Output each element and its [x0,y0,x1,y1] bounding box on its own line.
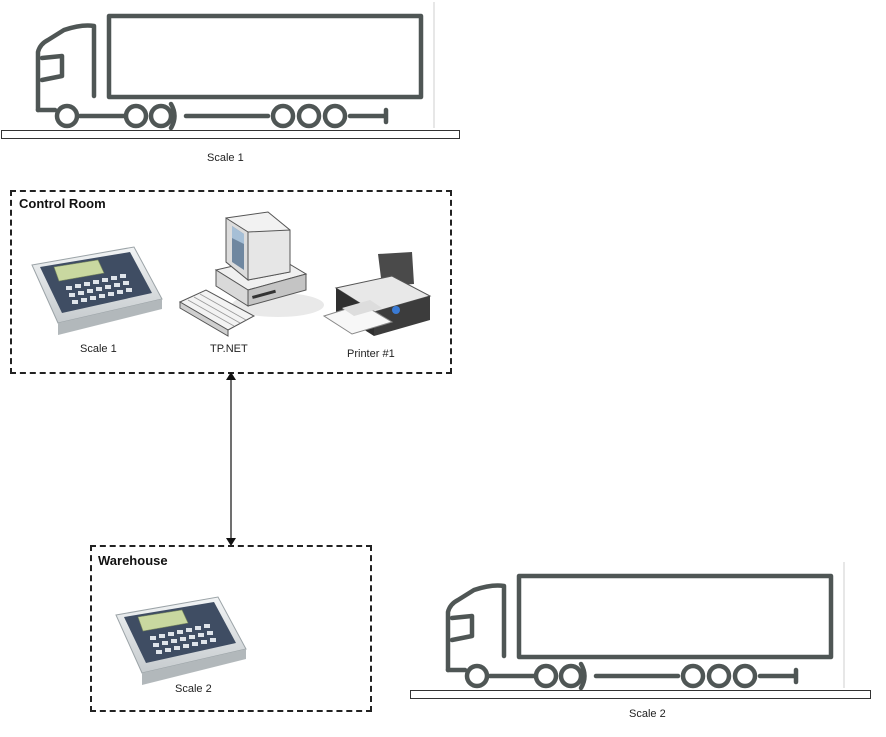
truck-icon [445,562,845,691]
pc-label: TP.NET [210,343,248,355]
weighing-terminal-icon [31,246,163,335]
printer-icon [322,252,432,336]
computer-icon [178,211,324,337]
connection-arrow [226,372,236,546]
group-title: Control Room [19,196,106,211]
warehouse-group[interactable]: Warehouse [90,545,372,712]
weighbridge-platform [410,690,871,699]
scale-terminal-label: Scale 1 [80,343,117,355]
scale-label: Scale 1 [207,152,244,164]
scale-terminal-label: Scale 2 [175,683,212,695]
truck-icon [35,2,435,131]
group-title: Warehouse [98,553,168,568]
scale-label: Scale 2 [629,708,666,720]
weighbridge-platform [1,130,460,139]
weighing-terminal-icon [115,596,247,685]
printer-label: Printer #1 [347,348,395,360]
